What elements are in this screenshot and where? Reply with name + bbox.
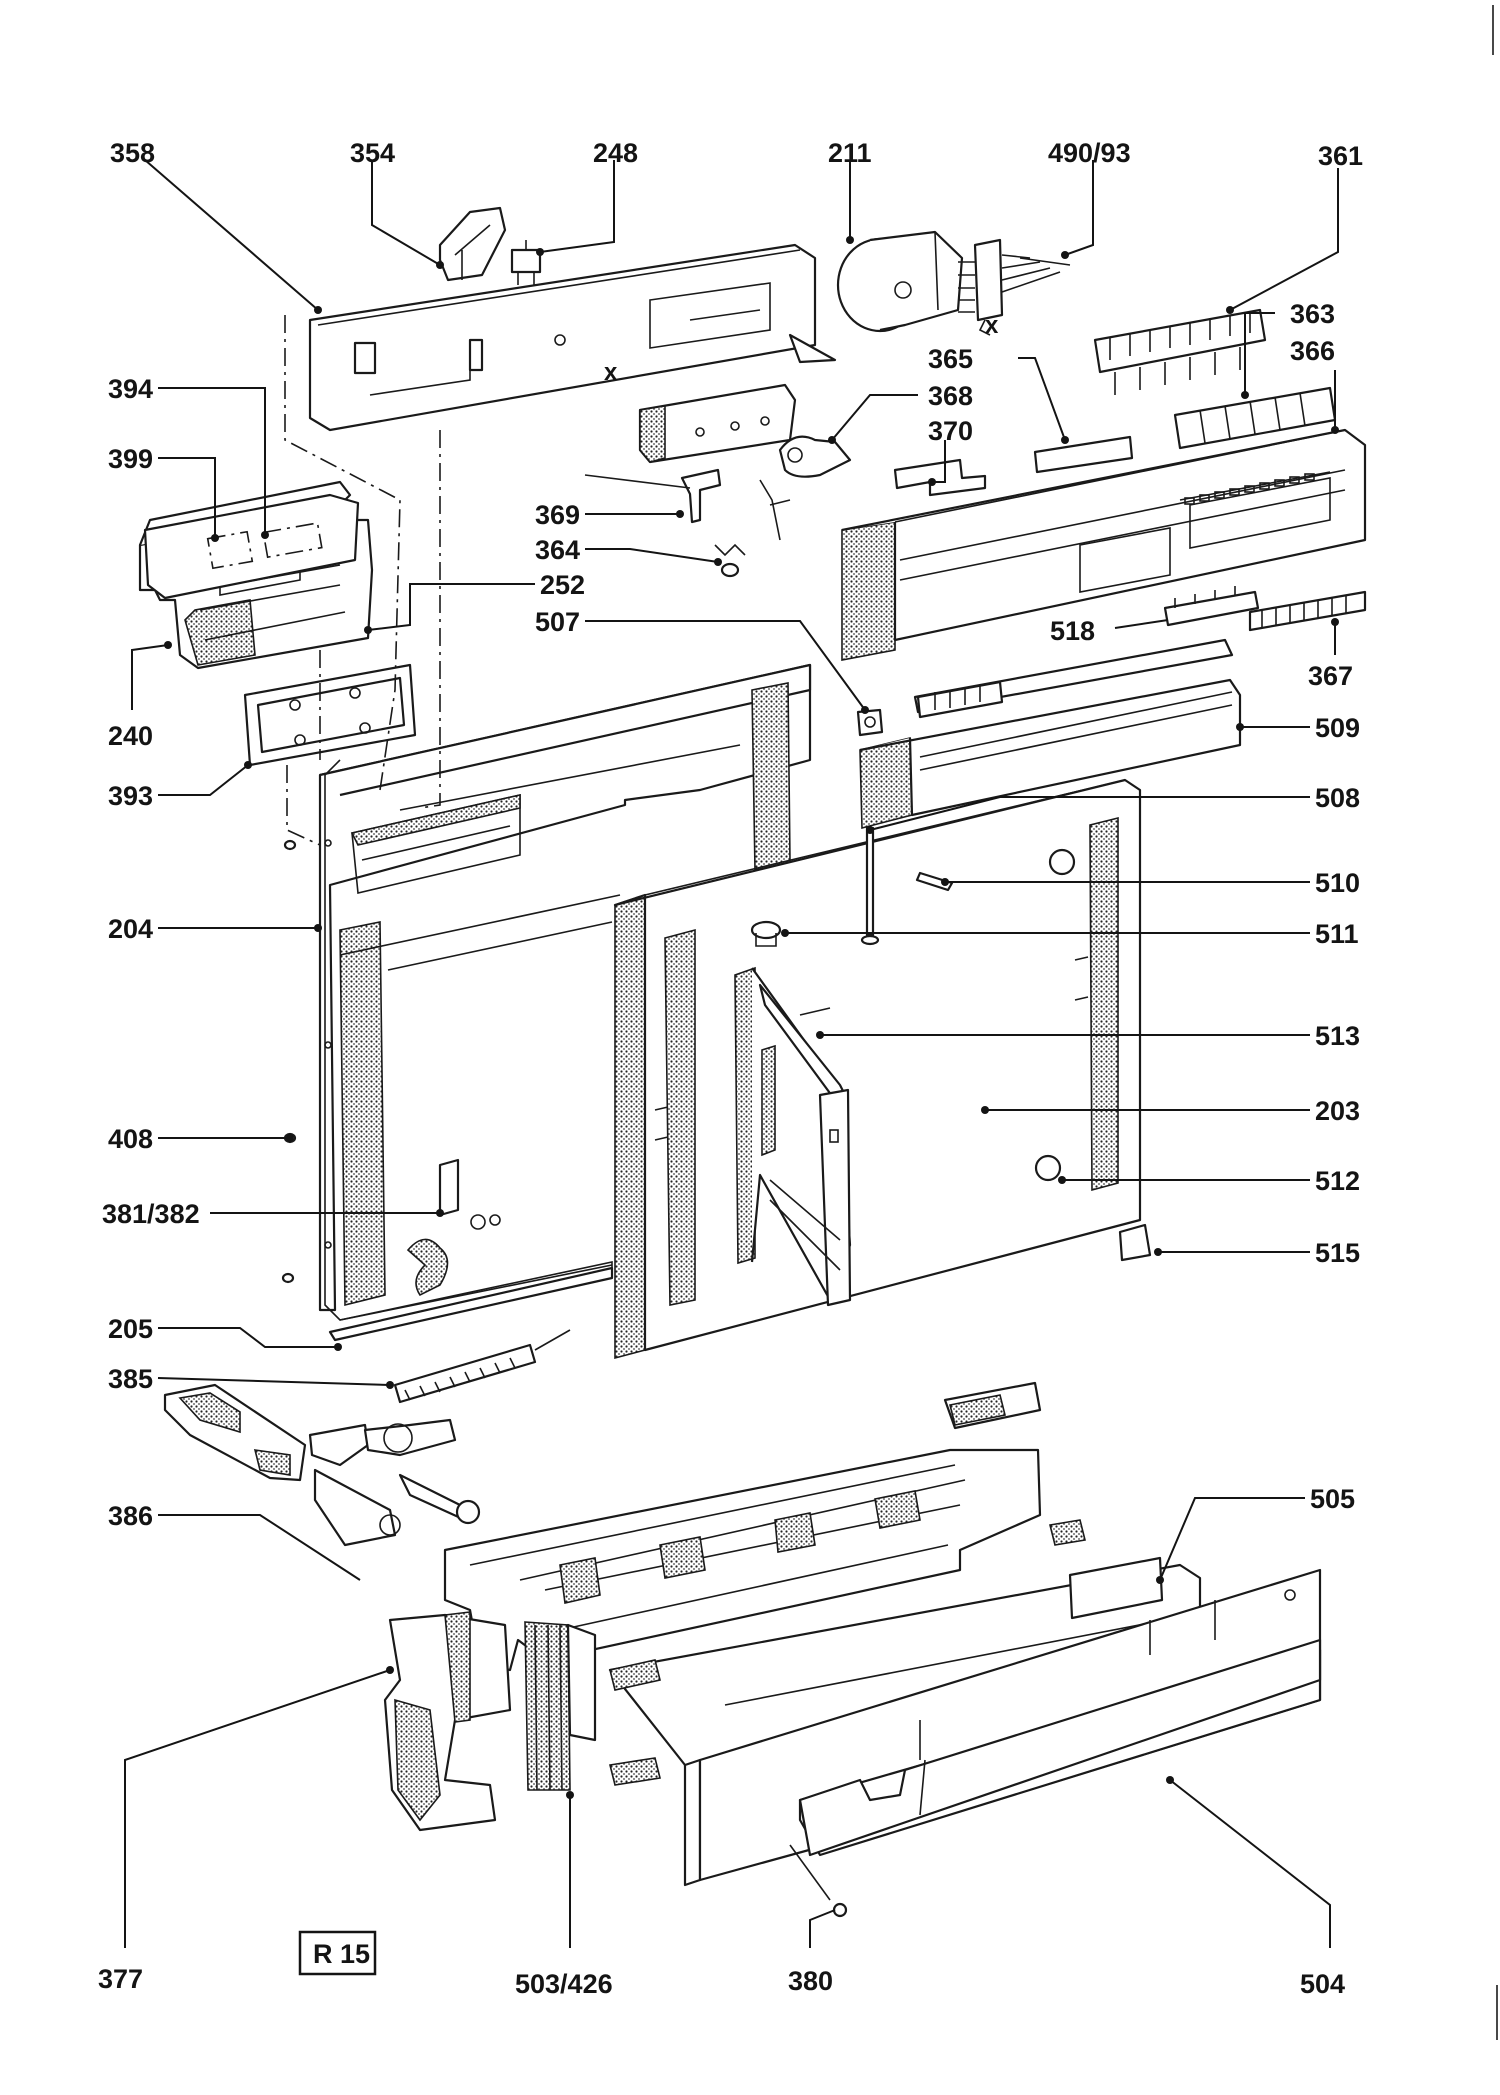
label-393: 393 xyxy=(108,781,153,811)
label-507: 507 xyxy=(535,607,580,637)
label-515: 515 xyxy=(1315,1238,1360,1268)
screws-408 xyxy=(281,839,297,1284)
indicator-strip-367 xyxy=(1248,590,1367,632)
rod-508 xyxy=(860,826,880,946)
label-399: 399 xyxy=(108,444,153,474)
label-508: 508 xyxy=(1315,783,1360,813)
label-408: 408 xyxy=(108,1124,153,1154)
label-365: 365 xyxy=(928,344,973,374)
latch-381-382 xyxy=(406,1158,501,1297)
cross-mark-x-1: x xyxy=(604,359,618,386)
wiring-harness-490-93 xyxy=(973,238,1071,336)
part-number-labels: 358 354 248 211 490/93 361 363 366 365 3… xyxy=(98,138,1363,1999)
label-204: 204 xyxy=(108,914,153,944)
indicator-panel xyxy=(916,680,1004,719)
label-385: 385 xyxy=(108,1364,153,1394)
label-354: 354 xyxy=(350,138,395,168)
mounting-block xyxy=(638,383,797,464)
label-366: 366 xyxy=(1290,336,1335,366)
label-381-382: 381/382 xyxy=(102,1199,200,1229)
inner-door-204 xyxy=(318,663,812,1331)
pin-510 xyxy=(915,871,954,892)
bracket-370 xyxy=(893,458,987,497)
side-panels-503-426 xyxy=(524,1621,597,1791)
label-394: 394 xyxy=(108,374,153,404)
label-364: 364 xyxy=(535,535,580,565)
handle-365 xyxy=(1033,435,1134,474)
clip-507 xyxy=(856,708,884,737)
label-361: 361 xyxy=(1318,141,1363,171)
label-369: 369 xyxy=(535,500,580,530)
leader-lines xyxy=(124,159,1339,1948)
outer-door-203 xyxy=(613,778,1142,1360)
label-203: 203 xyxy=(1315,1096,1360,1126)
timer-motor-211 xyxy=(836,230,975,333)
base-frame xyxy=(443,1381,1042,1672)
label-368: 368 xyxy=(928,381,973,411)
label-380: 380 xyxy=(788,1966,833,1996)
label-505: 505 xyxy=(1310,1484,1355,1514)
switch-bank-361 xyxy=(1093,308,1267,395)
control-panel-366 xyxy=(841,428,1367,661)
label-358: 358 xyxy=(110,138,155,168)
knob-368 xyxy=(778,435,852,478)
label-386: 386 xyxy=(108,1501,153,1531)
lid-399 xyxy=(143,493,360,600)
assembly-guide-lines xyxy=(284,315,691,846)
label-248: 248 xyxy=(593,138,638,168)
switch-248 xyxy=(510,240,542,285)
label-363: 363 xyxy=(1290,299,1335,329)
knob-511 xyxy=(750,920,782,947)
hinge-513 xyxy=(734,966,852,1307)
edge-marks xyxy=(1492,5,1498,2040)
label-512: 512 xyxy=(1315,1166,1360,1196)
label-377: 377 xyxy=(98,1964,143,1994)
page-tag-box: R 15 xyxy=(298,1930,377,1976)
indicator-strip-518 xyxy=(1163,586,1260,627)
spring-385 xyxy=(393,1329,571,1404)
top-bracket-358 xyxy=(308,243,837,432)
label-511: 511 xyxy=(1315,919,1359,949)
label-509: 509 xyxy=(1315,713,1360,743)
front-panel-lower xyxy=(798,1638,1322,1857)
label-205: 205 xyxy=(108,1314,153,1344)
cross-mark-x-2: x xyxy=(985,312,999,339)
label-490-93: 490/93 xyxy=(1048,138,1131,168)
rail-205 xyxy=(328,1266,614,1342)
label-504: 504 xyxy=(1300,1969,1345,1999)
page-tag-text: R 15 xyxy=(313,1939,370,1969)
label-252: 252 xyxy=(540,570,585,600)
screw-380 xyxy=(789,1844,848,1918)
label-211: 211 xyxy=(828,138,872,168)
label-370: 370 xyxy=(928,416,973,446)
label-503-426: 503/426 xyxy=(515,1969,613,1999)
switch-354 xyxy=(438,206,507,282)
spring-364 xyxy=(714,543,746,578)
lever-369 xyxy=(680,468,791,541)
label-510: 510 xyxy=(1315,868,1360,898)
hinge-arm-386 xyxy=(163,1383,481,1547)
clip-515 xyxy=(1118,1223,1152,1262)
label-240: 240 xyxy=(108,721,153,751)
label-513: 513 xyxy=(1315,1021,1360,1051)
label-367: 367 xyxy=(1308,661,1353,691)
side-block-377 xyxy=(383,1611,512,1832)
gasket-393 xyxy=(243,663,417,767)
label-518: 518 xyxy=(1050,616,1095,646)
